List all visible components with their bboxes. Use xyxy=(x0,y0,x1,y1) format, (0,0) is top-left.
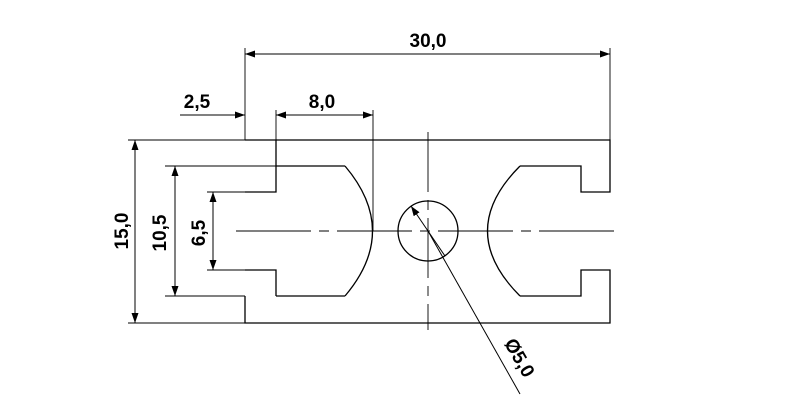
label-slot-height: 10,5 xyxy=(150,214,171,251)
part-outline xyxy=(244,139,611,324)
label-slot-depth: 8,0 xyxy=(309,92,335,113)
label-overall-height: 15,0 xyxy=(112,213,133,250)
dimension-lines xyxy=(131,50,610,395)
left-lower-jaw xyxy=(245,269,277,296)
dimension-labels: 30,0 2,5 8,0 15,0 10,5 6,5 Ø5,0 xyxy=(112,31,538,381)
label-slot-opening: 6,5 xyxy=(189,219,210,246)
dim-line-hole-leader xyxy=(427,230,521,395)
top-edge xyxy=(276,139,611,193)
label-edge-offset: 2,5 xyxy=(184,92,211,113)
label-hole-diameter: Ø5,0 xyxy=(499,335,538,381)
label-overall-width: 30,0 xyxy=(410,31,447,52)
extension-lines xyxy=(128,48,611,324)
center-lines xyxy=(236,132,622,330)
